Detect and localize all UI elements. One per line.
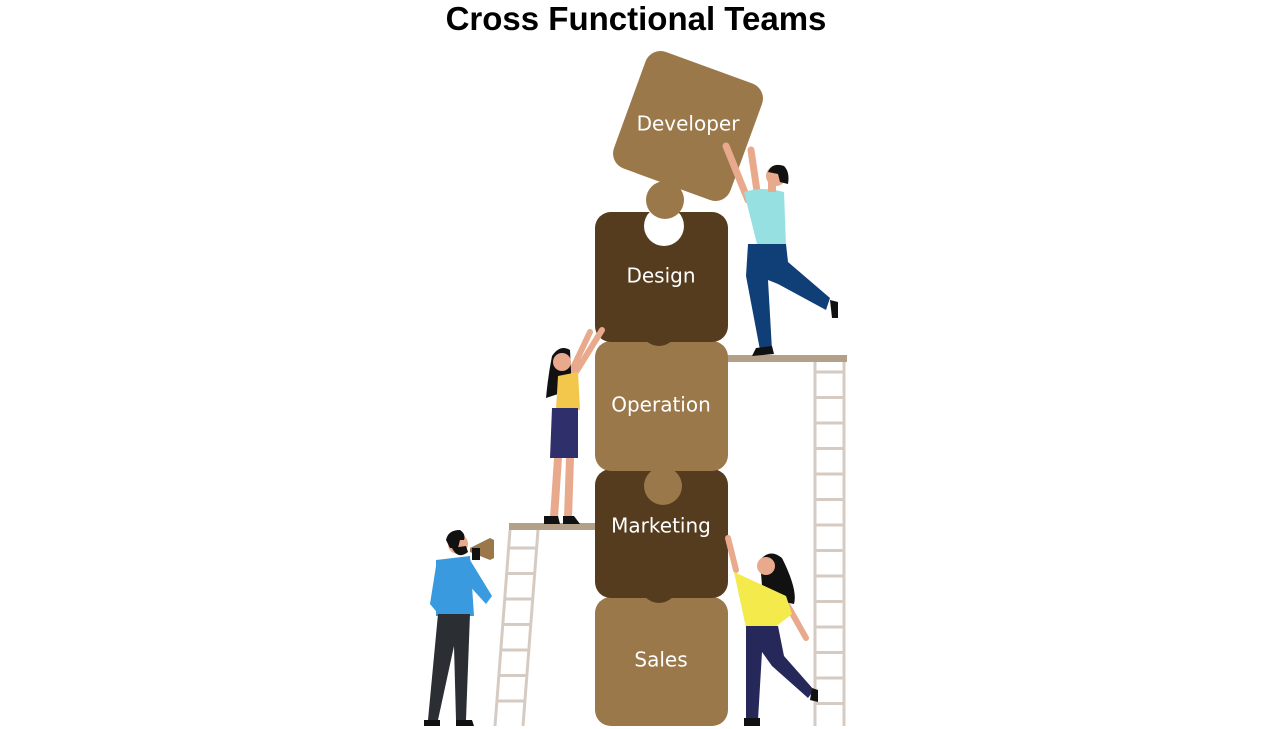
piece-label-design: Design [626, 264, 695, 288]
left-ladder [493, 529, 540, 727]
puzzle-piece-marketing [595, 469, 728, 603]
man-lifting-piece [722, 142, 838, 356]
puzzle-piece-operation [595, 341, 728, 505]
piece-label-sales: Sales [634, 648, 687, 672]
piece-label-marketing: Marketing [611, 514, 711, 538]
piece-label-operation: Operation [611, 393, 711, 417]
woman-at-bottom [725, 535, 818, 726]
man-with-megaphone [424, 530, 494, 726]
piece-label-developer: Developer [637, 112, 741, 136]
puzzle-piece-developer [613, 51, 763, 219]
woman-on-left-platform [544, 327, 605, 524]
left-platform [509, 523, 599, 530]
page-title: Cross Functional Teams [445, 0, 827, 37]
right-platform [705, 355, 847, 362]
puzzle-piece-sales [595, 597, 728, 726]
right-ladder [813, 362, 846, 726]
